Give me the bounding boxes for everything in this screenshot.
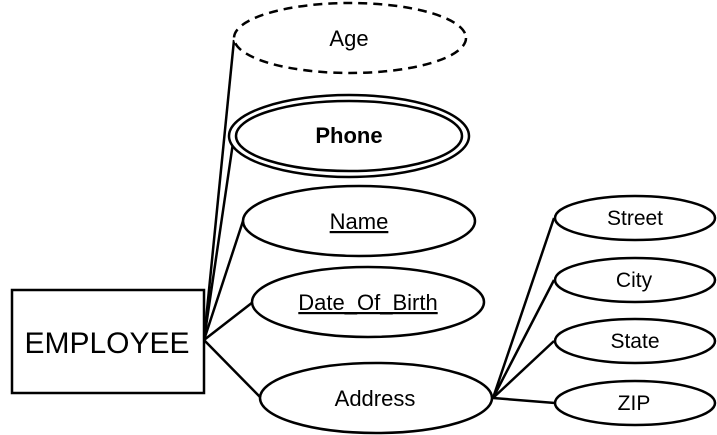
line-employee-address (203, 339, 262, 399)
age-ellipse (232, 1, 468, 75)
line-employee-dob (203, 301, 254, 341)
address-component-state: State (553, 317, 717, 365)
address-label: Address (335, 386, 416, 411)
street-ellipse (553, 194, 717, 242)
phone-label: Phone (315, 123, 382, 148)
line-address-city (491, 279, 556, 399)
city-ellipse (553, 256, 717, 304)
connectors (202, 39, 556, 405)
line-employee-name (202, 220, 245, 341)
city-label: City (616, 269, 653, 292)
zip-ellipse (553, 379, 717, 427)
name-label: Name (330, 209, 389, 234)
line-employee-age (202, 39, 236, 341)
street-label: Street (607, 207, 663, 230)
attribute-age: Age (232, 1, 468, 75)
address-component-street: Street (553, 194, 717, 242)
phone-inner-ellipse (234, 99, 464, 173)
state-label: State (610, 330, 659, 353)
attribute-address: Address (258, 361, 494, 435)
employee-box (10, 288, 206, 395)
dob-ellipse (250, 265, 486, 339)
employee-label: EMPLOYEE (24, 327, 189, 360)
entity-employee: EMPLOYEE (10, 288, 206, 395)
name-ellipse (241, 184, 477, 258)
address-ellipse (258, 361, 494, 435)
line-address-zip (492, 396, 556, 405)
attribute-phone: Phone (227, 93, 471, 179)
age-label: Age (329, 26, 368, 51)
line-address-state (492, 340, 555, 399)
state-ellipse (553, 317, 717, 365)
zip-label: ZIP (618, 392, 651, 415)
attribute-name: Name (241, 184, 477, 258)
attribute-date-of-birth: Date_Of_Birth (250, 265, 486, 339)
address-component-city: City (553, 256, 717, 304)
line-address-street (491, 217, 556, 399)
line-employee-phone (202, 135, 236, 341)
dob-label: Date_Of_Birth (298, 290, 437, 315)
address-component-zip: ZIP (553, 379, 717, 427)
